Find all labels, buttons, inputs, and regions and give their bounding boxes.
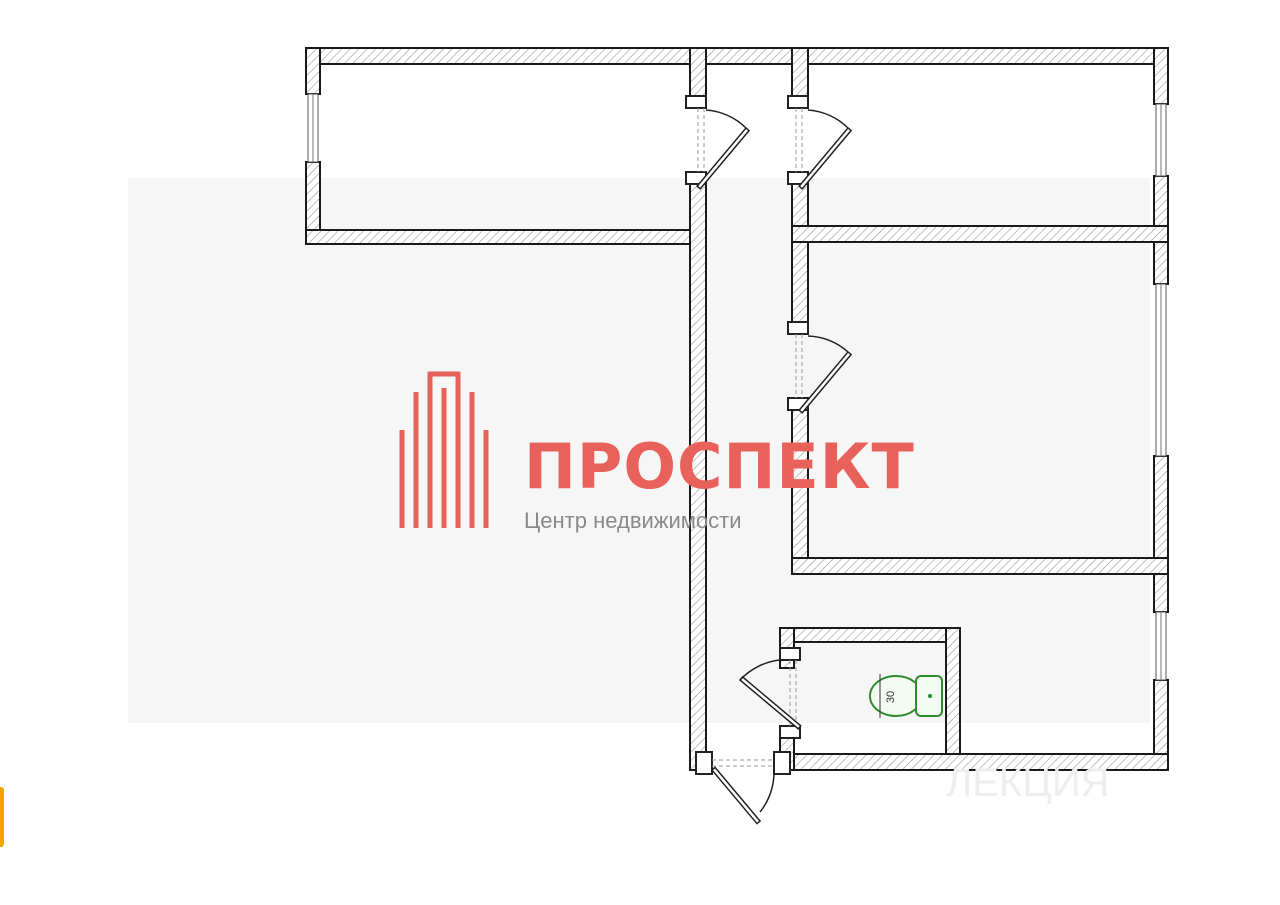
window-icon <box>1155 283 1167 457</box>
windows <box>307 93 1167 681</box>
door-icon <box>787 95 853 190</box>
door-icon <box>685 95 751 190</box>
brand-tagline: Центр недвижимости <box>524 508 742 533</box>
door-icon <box>787 321 853 414</box>
toilet-dimension-label: 30 <box>885 691 897 703</box>
right-room-divider-2 <box>791 557 1169 575</box>
bath-top-wall <box>779 627 961 643</box>
right-wall-3 <box>1153 455 1169 613</box>
right-room-divider-1 <box>791 225 1169 243</box>
window-icon <box>1155 103 1167 177</box>
door-icon <box>738 647 802 739</box>
corridor-right-wall-top <box>791 47 809 99</box>
bath-right-wall <box>945 627 961 771</box>
right-wall-1 <box>1153 47 1169 105</box>
toilet-icon: 30 <box>869 674 943 718</box>
brand-name: ПРОСПЕКТ <box>524 430 915 503</box>
left-wall-upper <box>305 47 321 95</box>
walls <box>305 47 1169 771</box>
top-wall <box>305 47 1169 65</box>
corridor-left-wall-top <box>689 47 707 99</box>
corridor-right-wall-mid <box>791 177 809 329</box>
side-tab[interactable] <box>0 787 4 847</box>
window-icon <box>1155 611 1167 681</box>
door-icon <box>695 751 791 825</box>
ghost-watermark: ЛЕКЦИЯ <box>946 761 1109 805</box>
brand-logo-icon <box>399 371 489 528</box>
doors <box>685 95 853 825</box>
left-room-bottom-wall <box>305 229 707 245</box>
background-panel <box>128 178 1150 723</box>
window-icon <box>307 93 319 163</box>
